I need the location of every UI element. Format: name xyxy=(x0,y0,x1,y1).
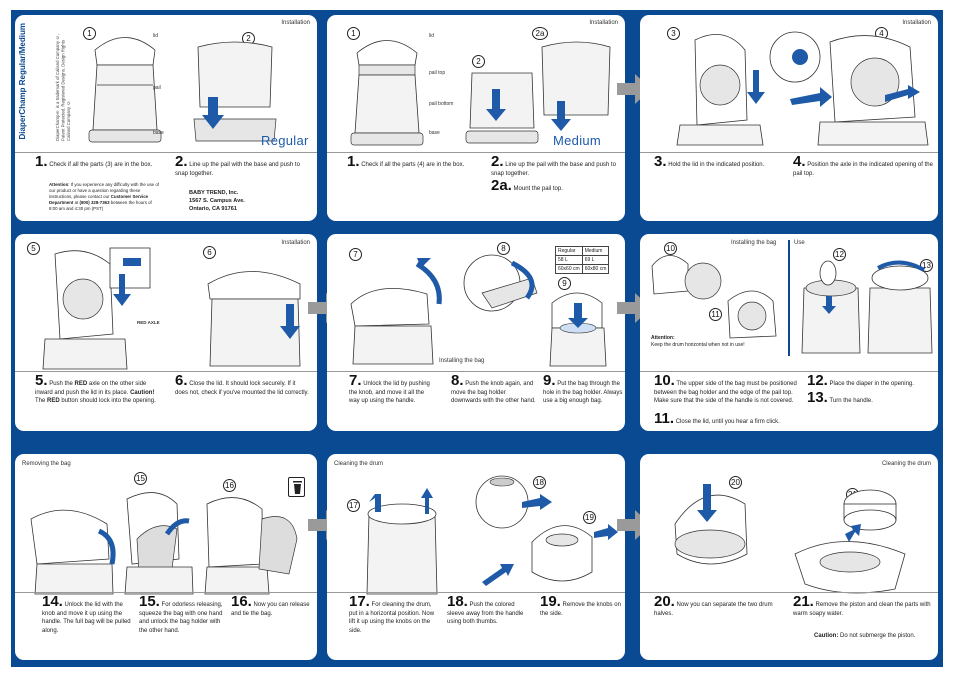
trash-bin-icon xyxy=(288,477,305,497)
pail-exploded-illustration xyxy=(193,41,277,142)
attention-drum-note: Attention:Keep the drum horizontal when … xyxy=(651,335,745,348)
label-base: base xyxy=(429,130,440,136)
callout-12: 12 xyxy=(833,248,846,261)
step-12: 12. Place the diaper in the opening. xyxy=(807,372,914,389)
panel-cleaning-drum: Cleaning the drum 17 18 19 17. For clean… xyxy=(327,454,625,660)
panel-install-medium: Installation 1 2a 2 lid pail top pail bo… xyxy=(327,15,625,221)
lid-hold-illustration xyxy=(676,33,765,146)
red-axle-illustration xyxy=(42,247,151,370)
step-19: 19. Remove the knobs on the side. xyxy=(540,593,621,617)
attention-note: Attention: If you experience any difficu… xyxy=(49,182,159,211)
panel-drum-halves: Cleaning the drum 20 21 20. Now you can … xyxy=(640,454,938,660)
diaper-use-illustration xyxy=(801,260,933,354)
step-8: 8. Push the knob again, and move the bag… xyxy=(451,372,536,404)
section-tag: Cleaning the drum xyxy=(334,461,384,467)
step-17: 17. For cleaning the drum, put in a hori… xyxy=(349,593,435,634)
section-tag-use: Use xyxy=(794,240,805,246)
panel-install-regular: DiaperChamp Regular/Medium DiaperChamp® … xyxy=(15,15,317,221)
variant-medium: Medium xyxy=(553,133,602,148)
callout-7: 7 xyxy=(349,248,362,261)
caution-piston: Caution: Do not submerge the piston. xyxy=(814,633,916,639)
section-tag: Installing the bag xyxy=(439,358,485,364)
label-lid: lid xyxy=(429,33,435,39)
step-20: 20. Now you can separate the two drum ha… xyxy=(654,593,773,617)
step-10: 10. The upper side of the bag must be po… xyxy=(654,372,797,404)
callout-2: 2 xyxy=(242,32,255,45)
step-6: 6. Close the lid. It should lock securel… xyxy=(175,372,309,396)
section-tag: Cleaning the drum xyxy=(881,461,931,467)
callout-3: 3 xyxy=(667,27,680,40)
callout-15: 15 xyxy=(134,472,147,485)
section-tag: Installation xyxy=(281,20,310,26)
pail-medium-exploded xyxy=(465,41,611,144)
label-lid: lid xyxy=(153,33,159,39)
product-title: DiaperChamp Regular/Medium xyxy=(18,23,27,140)
callout-18: 18 xyxy=(533,476,546,489)
panel-install-lid: Installation 3 4 3. Hold the lid in the … xyxy=(640,15,938,221)
panel-removing-bag: Removing the bag 14 15 16 14. Unlock the… xyxy=(15,454,317,660)
callout-6: 6 xyxy=(203,246,216,259)
step-15: 15. For odorless releasing, squeeze the … xyxy=(139,593,223,634)
callout-5: 5 xyxy=(27,242,40,255)
drum-halves-illustration xyxy=(674,484,906,594)
callout-2a: 2a xyxy=(532,27,548,40)
section-tag: Installation xyxy=(589,20,618,26)
variant-regular: Regular xyxy=(261,133,309,148)
step-1a: 1. Check if all the parts (3) are in the… xyxy=(35,153,153,170)
step-1b: 1. Check if all the parts (4) are in the… xyxy=(347,153,465,170)
drum-sleeve-illustration xyxy=(475,475,618,586)
label-red-axle: RED AXLE xyxy=(137,320,160,325)
drum-lift-illustration xyxy=(366,488,438,595)
step-11: 11. Close the lid, until you hear a firm… xyxy=(654,410,780,427)
page-frame: DiaperChamp Regular/Medium DiaperChamp® … xyxy=(11,10,943,667)
pail-illustration-medium xyxy=(350,40,424,146)
callout-9: 9 xyxy=(558,277,571,290)
label-base: base xyxy=(153,130,164,136)
unlock-lid-illustration xyxy=(350,258,442,365)
label-pail-bottom: pail bottom xyxy=(429,101,454,107)
callout-10: 10 xyxy=(664,242,677,255)
label-pail: pail xyxy=(153,85,161,91)
section-tag: Removing the bag xyxy=(22,461,71,467)
panel-install-axle: Installation 5 6 RED AXLE 5. Push the RE… xyxy=(15,234,317,431)
callout-1: 1 xyxy=(83,27,96,40)
lid-close-illustration xyxy=(207,271,301,367)
callout-8: 8 xyxy=(497,242,510,255)
bag-removal-illustration xyxy=(30,492,298,595)
step-2a-mount: 2a. Mount the pail top. xyxy=(491,177,563,194)
step-2a: 2. Line up the pail with the base and pu… xyxy=(175,153,300,177)
callout-16: 16 xyxy=(223,479,236,492)
section-tag: Installing the bag xyxy=(731,240,777,246)
section-tag: Installation xyxy=(281,240,310,246)
callout-2: 2 xyxy=(472,55,485,68)
step-4: 4. Position the axle in the indicated op… xyxy=(793,153,933,177)
legal-text: DiaperChamp® is a trademark of Cailand C… xyxy=(55,33,71,141)
step-2b: 2. Line up the pail with the base and pu… xyxy=(491,153,616,177)
callout-20: 20 xyxy=(729,476,742,489)
step-7: 7. Unlock the lid by pushing the knob, a… xyxy=(349,372,430,404)
step-14: 14. Unlock the lid with the knob and mov… xyxy=(42,593,131,634)
callout-19: 19 xyxy=(583,511,596,524)
section-tag: Installation xyxy=(902,20,931,26)
divider xyxy=(788,240,790,356)
panel-bag-use: Installing the bag Use 10 11 12 13 Atten… xyxy=(640,234,938,431)
pail-illustration xyxy=(88,37,162,143)
callout-1: 1 xyxy=(347,27,360,40)
step-18: 18. Push the colored sleeve away from th… xyxy=(447,593,524,625)
step-21: 21. Remove the piston and clean the part… xyxy=(793,593,931,617)
bag-holder-illustration xyxy=(463,254,607,367)
step-3: 3. Hold the lid in the indicated positio… xyxy=(654,153,765,170)
axle-position-illustration xyxy=(769,31,929,146)
bag-position-illustration xyxy=(651,255,777,339)
step-5: 5. Push the RED axle on the other side i… xyxy=(35,372,156,404)
label-pail-top: pail top xyxy=(429,70,446,76)
callout-11: 11 xyxy=(709,308,722,321)
step-9: 9. Put the bag through the hole in the b… xyxy=(543,372,623,404)
step-16: 16. Now you can release and tie the bag. xyxy=(231,593,310,617)
step-13: 13. Turn the handle. xyxy=(807,389,873,406)
callout-17: 17 xyxy=(347,499,360,512)
company-address: BABY TREND, Inc. 1567 S. Campus Ave. Ont… xyxy=(189,190,245,212)
